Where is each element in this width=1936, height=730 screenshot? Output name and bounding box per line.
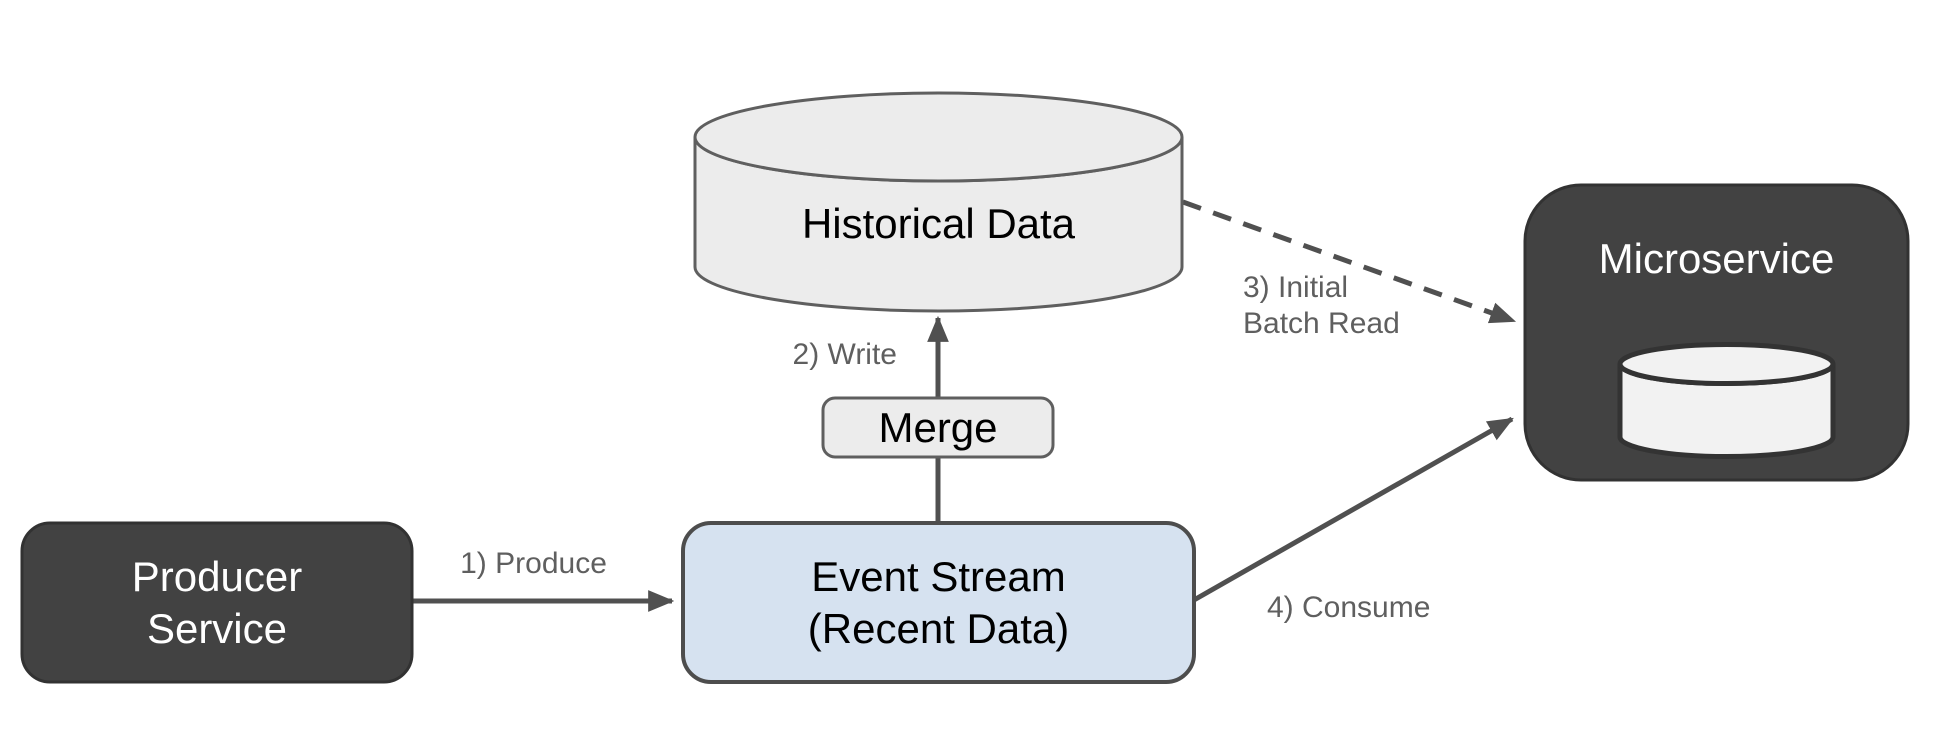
microservice-db-cylinder-top bbox=[1617, 342, 1836, 386]
initial-batch-read-dashed-arrow bbox=[1182, 199, 1517, 324]
merge-node bbox=[821, 396, 1055, 459]
consume-arrow bbox=[1192, 416, 1514, 603]
historical-data-cylinder-top bbox=[693, 91, 1184, 183]
event-stream-node bbox=[681, 521, 1196, 684]
producer-service-node bbox=[20, 521, 414, 684]
